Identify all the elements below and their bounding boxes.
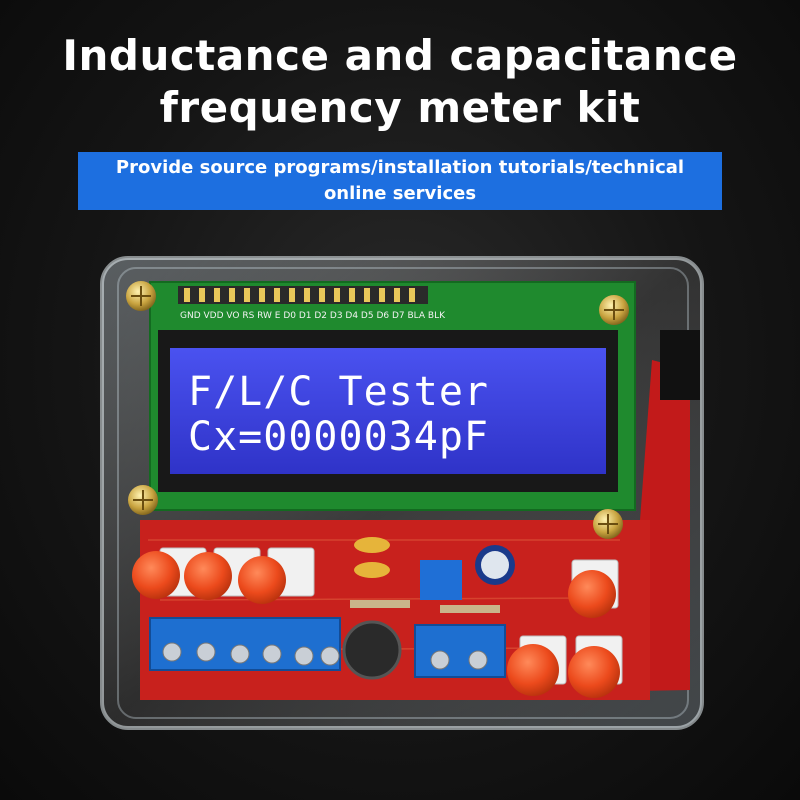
header-pins: GND VDD VO RS RW E D0 D1 D2 D3 D4 D5 D6 …	[178, 286, 446, 321]
pin-labels: GND VDD VO RS RW E D0 D1 D2 D3 D4 D5 D6 …	[180, 311, 446, 321]
button-1	[132, 551, 180, 599]
button-2	[184, 552, 232, 600]
case-screws	[126, 281, 629, 539]
headline-line-1: Inductance and capacitance	[62, 31, 738, 80]
button-4	[568, 570, 616, 618]
banner-line-1: Provide source programs/installation tut…	[115, 157, 685, 178]
service-banner: Provide source programs/installation tut…	[78, 152, 722, 210]
button-5	[507, 644, 559, 696]
components	[342, 537, 515, 680]
dc-jack	[660, 330, 700, 400]
headline: Inductance and capacitance frequency met…	[0, 30, 800, 134]
banner-line-2: online services	[323, 183, 477, 204]
button-6	[568, 646, 620, 698]
screw-terminals	[149, 617, 506, 678]
push-buttons	[132, 551, 620, 698]
lcd-module: F/L/C Tester Cx=0000034pF	[149, 281, 636, 511]
lcd-line-2: Cx=0000034pF	[188, 414, 489, 460]
headline-line-2: frequency meter kit	[159, 83, 641, 132]
lcd-line-1: F/L/C Tester	[188, 369, 489, 415]
button-3	[238, 556, 286, 604]
